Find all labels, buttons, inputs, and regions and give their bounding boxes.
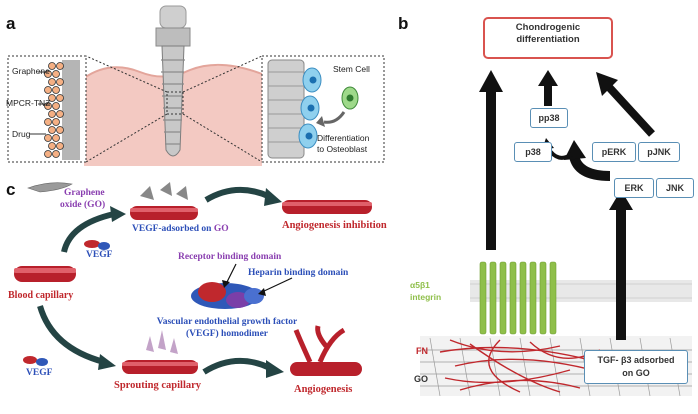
arrow-shaft-right bbox=[616, 206, 626, 340]
arrow-shaft-left bbox=[486, 88, 496, 250]
node-jnk: JNK bbox=[656, 178, 694, 198]
label-integrin: integrin bbox=[410, 292, 442, 302]
arrow-to-sprouting bbox=[37, 305, 105, 365]
panel-a-letter: a bbox=[6, 14, 16, 33]
vegf-homodimer-model bbox=[191, 282, 264, 309]
label-sprouting-capillary: Sprouting capillary bbox=[114, 380, 202, 391]
node-erk: ERK bbox=[614, 178, 654, 198]
arrow-shaft-pp38 bbox=[544, 84, 552, 106]
label-integrin-a5b1: α5β1 bbox=[410, 280, 430, 290]
label-vegf-adsorbed: VEGF-adsorbed on GO bbox=[132, 224, 229, 234]
label-vegf-2: VEGF bbox=[26, 368, 53, 378]
graphene-lattice bbox=[44, 62, 64, 158]
label-receptor-binding: Receptor binding domain bbox=[178, 252, 282, 262]
label-angiogenesis: Angiogenesis bbox=[294, 384, 353, 395]
target-label: Chondrogenic differentiation bbox=[484, 22, 612, 46]
node-pjnk: pJNK bbox=[638, 142, 680, 162]
vegf-on-sprouting bbox=[146, 330, 178, 354]
pointer-heparin bbox=[261, 277, 293, 293]
vegf-small-1 bbox=[84, 240, 110, 250]
tgf-line1: TGF- β3 adsorbed bbox=[597, 355, 675, 365]
arrow-curve-erk bbox=[569, 154, 611, 181]
capillary-angiogenesis bbox=[290, 325, 362, 376]
label-to-osteoblast: to Osteoblast bbox=[317, 144, 368, 154]
label-heparin-binding: Heparin binding domain bbox=[248, 268, 349, 278]
arrow-head-pp38 bbox=[538, 70, 558, 86]
label-angiogenesis-inhibition: Angiogenesis inhibition bbox=[282, 220, 387, 231]
node-pp38: pp38 bbox=[530, 108, 568, 128]
label-go: GO bbox=[414, 374, 429, 384]
label-blood-capillary: Blood capillary bbox=[8, 290, 74, 301]
node-p38: p38 bbox=[514, 142, 552, 162]
arrow-head-left bbox=[479, 70, 503, 92]
arrow-to-inhibition bbox=[204, 186, 270, 203]
arrow-pjnk-to-target bbox=[605, 83, 655, 137]
panel-b-letter: b bbox=[398, 14, 409, 33]
arrow-to-adsorbed bbox=[61, 211, 115, 253]
label-go-word: GO bbox=[213, 224, 229, 234]
capillary-blood bbox=[14, 266, 76, 282]
panel-c-letter: c bbox=[6, 180, 16, 199]
integrin-receptors bbox=[479, 261, 557, 335]
target-label-line1: Chondrogenic bbox=[515, 22, 581, 33]
target-label-line2: differentiation bbox=[516, 34, 580, 45]
arrow-to-angiogenesis bbox=[202, 357, 272, 375]
node-perk: pERK bbox=[592, 142, 636, 162]
implant-layer bbox=[62, 60, 80, 160]
label-differentiation: Differentiation bbox=[317, 133, 370, 143]
implant-body bbox=[161, 45, 185, 157]
label-mpcr-tnz: MPCR-TNZ bbox=[6, 98, 51, 108]
label-vegf-homodimer-1: Vascular endothelial growth factor bbox=[156, 317, 298, 327]
go-flakes-on-vessel bbox=[140, 182, 188, 200]
differentiation-arrow bbox=[323, 111, 346, 124]
label-vegf-homodimer: Vascular endothelial growth factor (VEGF… bbox=[152, 316, 302, 340]
label-graphene: Graphene bbox=[12, 66, 50, 76]
tgf-line2: on GO bbox=[622, 368, 650, 378]
pointer-receptor bbox=[225, 263, 237, 285]
label-vegf-homodimer-2: (VEGF) homodimer bbox=[185, 329, 269, 339]
label-graphene-oxide-2: oxide (GO) bbox=[60, 200, 106, 210]
tgf-box: TGF- β3 adsorbed on GO bbox=[584, 350, 688, 384]
label-fn: FN bbox=[416, 346, 428, 356]
label-vegf-1: VEGF bbox=[86, 250, 113, 260]
go-flake bbox=[27, 182, 73, 193]
label-vegf-adsorbed-text: VEGF-adsorbed on bbox=[132, 224, 212, 234]
capillary-sprouting bbox=[122, 360, 198, 374]
capillary-inhibited bbox=[282, 200, 372, 214]
capillary-vegf-adsorbed bbox=[130, 206, 198, 220]
vegf-small-2 bbox=[23, 356, 48, 366]
target-box bbox=[483, 17, 613, 59]
label-graphene-oxide-1: Graphene bbox=[64, 188, 105, 198]
zoom-box-center bbox=[166, 91, 184, 115]
arrow-head-right bbox=[609, 190, 633, 210]
label-drug: Drug bbox=[12, 129, 31, 139]
label-stem-cell: Stem Cell bbox=[333, 64, 370, 74]
